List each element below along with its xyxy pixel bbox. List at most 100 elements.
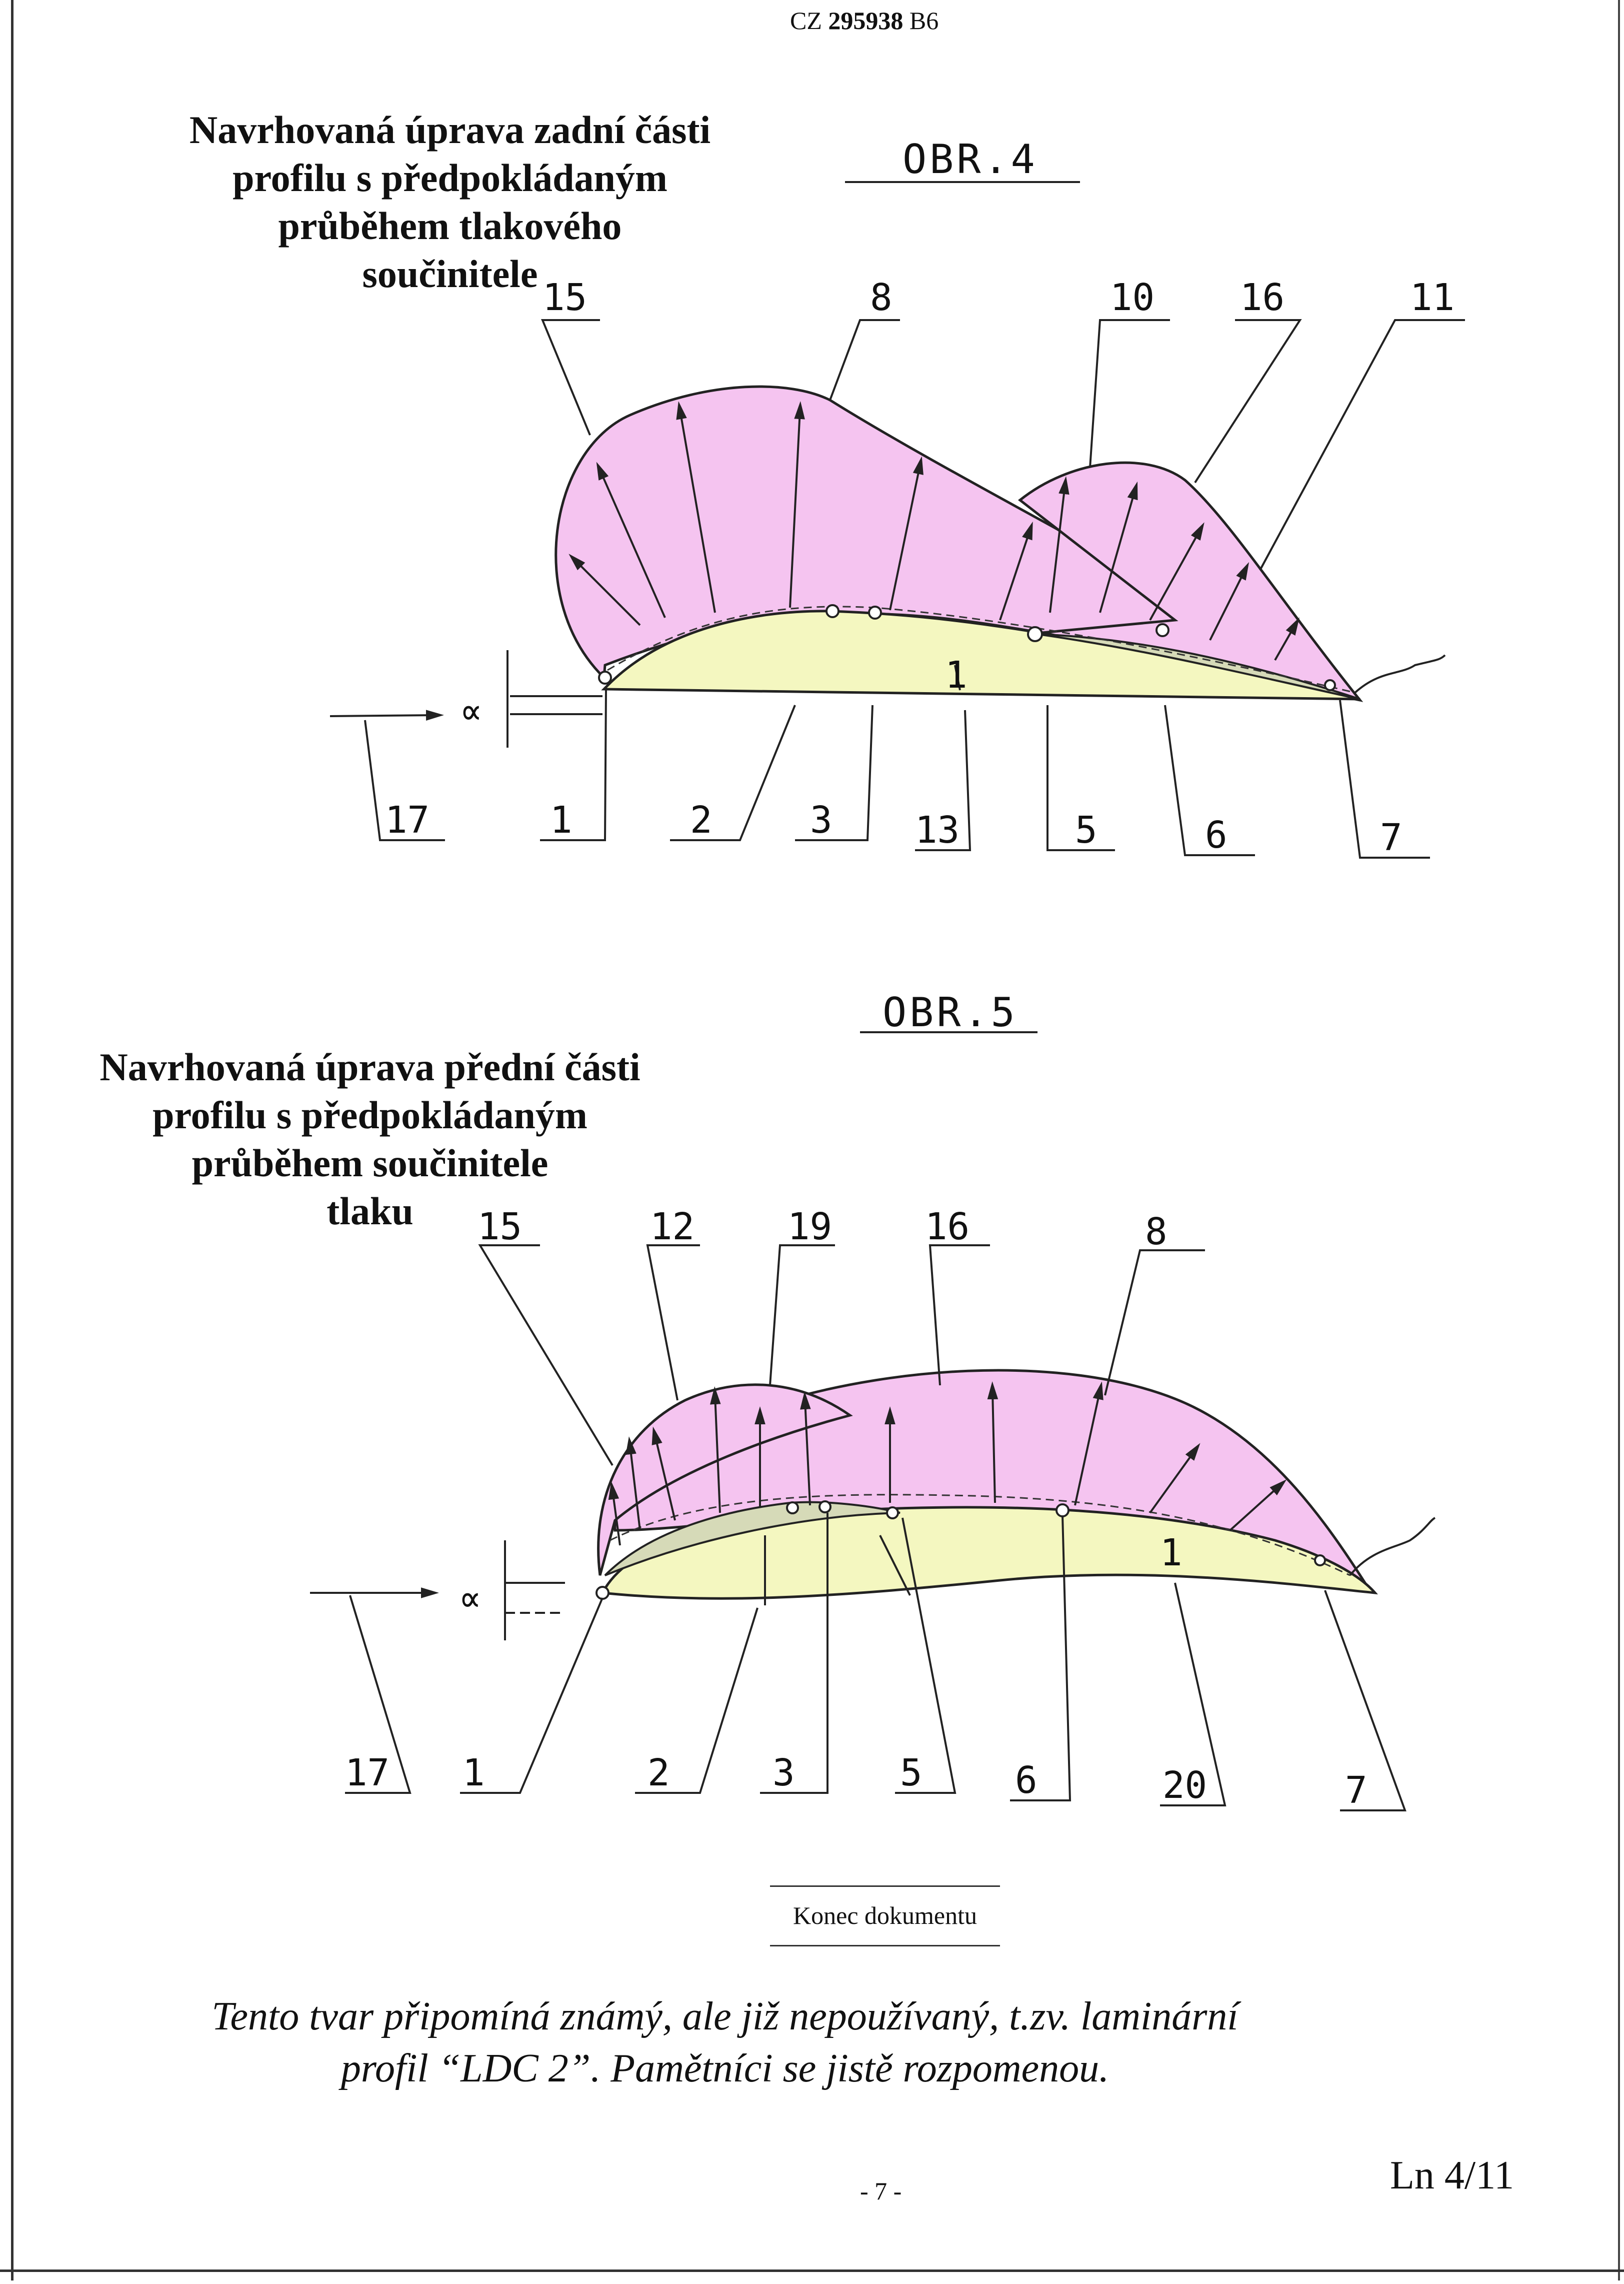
figure-4-title: OBR.4 [902,136,1038,183]
figure-5-label: 17 [345,1751,390,1794]
figure-5-caption-line: průběhem součinitele [192,1141,548,1185]
figure-5-arrow [710,1386,721,1513]
figure-5-arrow [800,1391,811,1506]
figure-5-leader-6 [1010,1515,1072,1801]
figure-5-title-underline [860,1031,1038,1033]
figure-5-label: 8 [1145,1210,1168,1253]
figure-4-leader-13 [915,710,972,851]
patent-country: CZ [790,7,822,35]
figure-5-surface-point [1056,1503,1070,1517]
figure-4-surface-point [598,671,612,685]
figure-4-caption-line: průběhem tlakového [278,204,622,248]
figure-4-label: 6 [1205,814,1228,857]
figure-5-leader-7 [1324,1590,1406,1811]
figure-4-flap [1037,633,1360,700]
figure-5-surface-dashed [610,1494,1350,1576]
figure-5-label: 6 [1015,1759,1038,1802]
figure-4-arrow [596,462,666,618]
figure-4-arrow [568,554,641,626]
figure-4-label: 7 [1380,816,1402,859]
figure-5-caption-line: profilu s předpokládaným [152,1093,588,1137]
figure-5-leader-1 [460,1597,604,1794]
figure-5-leader-2 [635,1607,758,1794]
figure-5-surface-point [596,1586,610,1600]
figure-4-arrow [1049,476,1070,613]
figure-4-label: 8 [870,276,892,319]
figure-4-label: 5 [1075,809,1098,852]
figure-5-leader-12 [646,1244,700,1401]
figure-4-arrow [1149,522,1204,621]
figure-4-leader-3 [795,705,874,841]
figure-5-profile-label: 1 [1160,1531,1182,1574]
figure-4-leader-7 [1339,700,1430,859]
figure-4-caption-line: profilu s předpokládaným [232,156,668,200]
figure-4-label: 1 [550,799,572,842]
figure-5-caption: Navrhovaná úprava přední části profilu s… [50,1043,690,1235]
figure-5-caption-line: tlaku [326,1189,414,1233]
figure-4-arrow [1274,617,1300,661]
remark-line: profil “LDC 2”. Pamětníci se jistě rozpo… [340,2046,1110,2090]
figure-4-arrow [789,401,805,608]
figure-5-arrow [1149,1443,1200,1514]
figure-5-label: 7 [1345,1769,1368,1812]
figure-4-arrow [1099,481,1138,613]
page-number: - 7 - [860,2177,902,2205]
end-mark-top-line [770,1885,1000,1887]
figure-4-arrow [676,401,716,613]
figure-4-surface-point [868,606,882,620]
figure-5-arrow [652,1426,676,1521]
figure-4-flow-arrow [330,710,444,721]
end-mark-bottom-line [770,1945,1000,1946]
end-of-document-mark: Konec dokumentu [770,1885,1000,1946]
figure-4-arrow [999,521,1033,621]
figure-4-surface-dashed [607,606,1356,694]
page-frame-bottom [0,2269,1624,2272]
figure-5-surface-point [786,1501,799,1514]
figure-5-arrow [1074,1381,1104,1506]
figure-4-leader-1 [540,690,607,841]
patent-number: 295938 [828,7,904,35]
figure-4-label: 16 [1240,276,1284,319]
figure-5-leader-3 [760,1513,828,1794]
figure-4-label: 10 [1110,276,1154,319]
figure-4-leader-2 [670,705,796,841]
figure-5-leader-17 [345,1595,412,1794]
figure-5-title: OBR.5 [882,989,1018,1036]
figure-4-label: 17 [385,799,430,842]
figure-5-surface-point [1314,1554,1326,1566]
figure-4-surface-point [1156,623,1170,637]
figure-5-alpha-symbol: ∝ [459,1577,482,1620]
figure-4-leader-6 [1164,705,1255,856]
figure-4-leader-8 [829,319,900,401]
figure-5-drawing: ∝ 15 12 [310,1205,1436,1812]
figure-5-arrow [608,1481,621,1546]
figure-5-labels: 15 12 19 16 8 17 1 2 3 5 6 20 7 1 [345,1205,1368,1812]
figure-5-arrow [987,1381,998,1503]
figure-4-label: 2 [690,799,712,842]
figure-5-surface-point [818,1500,832,1513]
figure-4-label: 13 [915,809,960,852]
figure-5-caption-line: Navrhovaná úprava přední části [100,1045,640,1089]
figure-5-flap [604,1501,900,1576]
figure-4-labels: 15 8 10 16 11 17 1 2 3 13 5 6 7 1 [385,276,1454,859]
figure-5-leader-15 [478,1244,614,1466]
figure-4-caption: Navrhovaná úprava zadní části profilu s … [140,106,760,298]
remark-text: Tento tvar připomíná známý, ale již nepo… [100,1990,1350,2094]
patent-kind: B6 [909,7,939,35]
figure-4-leader-5 [1046,705,1115,851]
figure-5-leader-20 [1160,1582,1226,1806]
figure-5-label: 1 [462,1751,485,1794]
figure-4-leader-11 [1259,319,1465,571]
figure-4-surface-point [826,604,840,618]
figure-5-leader-inner [879,1535,911,1596]
figure-5-leader-5 [895,1517,956,1794]
figure-5-label: 5 [900,1751,922,1794]
figure-5-label: 15 [478,1205,522,1248]
figure-4-leader-10 [1089,319,1170,468]
figure-5-leader-8 [1104,1249,1205,1396]
figure-4-profile-label: 1 [945,654,968,697]
figure-5-arrow [1229,1479,1287,1531]
figure-5-leader-16 [928,1244,990,1386]
